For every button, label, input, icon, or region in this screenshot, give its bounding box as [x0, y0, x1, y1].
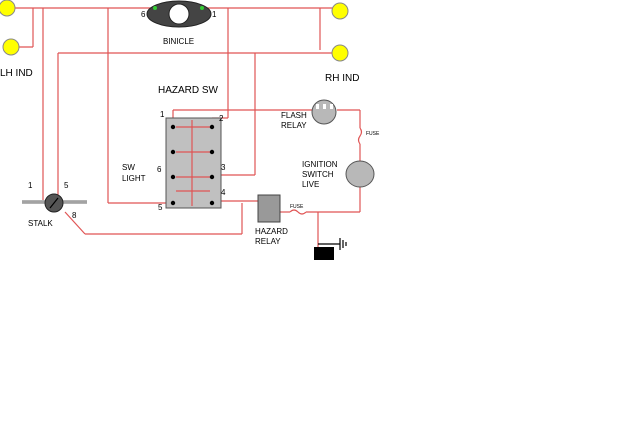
- rh-upper-lamp-icon: [331, 2, 349, 20]
- binicle-led-right-icon: [200, 6, 204, 10]
- switch-terminal-3: [170, 149, 176, 155]
- binicle: [146, 0, 212, 28]
- switch-terminal-8: [209, 200, 215, 206]
- stalk-pin-1: 1: [28, 181, 33, 190]
- ignition-label-line2: SWITCH: [302, 170, 334, 179]
- fuse-top-label: FUSE: [366, 131, 380, 137]
- lh-indicator-lamps: [0, 0, 20, 56]
- hazard-relay-label-line1: HAZARD: [255, 227, 288, 236]
- fuse-top-symbol: [357, 127, 363, 145]
- stalk-pivot-mark: [49, 197, 59, 209]
- stalk-pin-5: 5: [64, 181, 69, 190]
- rh-indicator-lamps: [331, 2, 349, 62]
- wiring: [7, 7, 363, 248]
- battery: [314, 238, 347, 260]
- ignition-label-line1: IGNITION: [302, 160, 338, 169]
- switch-terminal-6: [209, 174, 215, 180]
- sw-pin-2: 2: [219, 114, 224, 123]
- switch-terminal-2: [209, 124, 215, 130]
- flash-relay-pin-icon: [330, 104, 333, 109]
- flash-relay: [311, 99, 337, 125]
- flash-relay-label-line1: FLASH: [281, 111, 307, 120]
- flash-relay-pin-icon: [323, 104, 326, 109]
- flash-relay-label-line2: RELAY: [281, 121, 307, 130]
- sw-pin-4: 4: [221, 188, 226, 197]
- hazard-switch-body: [165, 117, 222, 209]
- binicle-label: BINICLE: [163, 37, 194, 46]
- switch-terminal-7: [170, 200, 176, 206]
- binicle-pin-right: 1: [212, 10, 217, 19]
- fuse-bottom-label: FUSE: [290, 204, 304, 210]
- sw-pin-3: 3: [221, 163, 226, 172]
- rh-ind-label: RH IND: [325, 73, 359, 84]
- ignition-switch-body: [345, 160, 375, 188]
- binicle-lens-icon: [168, 3, 190, 25]
- sw-pin-5: 5: [158, 203, 163, 212]
- sw-light-label-line2: LIGHT: [122, 174, 146, 183]
- switch-terminal-4: [209, 149, 215, 155]
- switch-terminal-1: [170, 124, 176, 130]
- hazard-switch: [165, 117, 222, 209]
- flash-relay-pin-icon: [316, 104, 319, 109]
- lh-lower-lamp-icon: [2, 38, 20, 56]
- wire-stalk8-diag: [64, 211, 86, 235]
- fuse-bottom-symbol: [289, 209, 307, 215]
- hazard-relay-body: [257, 194, 281, 223]
- sw-light-label-line1: SW: [122, 163, 135, 172]
- switch-terminal-5: [170, 174, 176, 180]
- battery-body: [314, 247, 334, 260]
- ignition-label-line3: LIVE: [302, 180, 319, 189]
- stalk-pin-8: 8: [72, 211, 77, 220]
- stalk-label: STALK: [28, 219, 53, 228]
- hazard-sw-label: HAZARD SW: [158, 85, 219, 96]
- binicle-led-left-icon: [153, 6, 157, 10]
- sw-pin-6: 6: [157, 165, 162, 174]
- rh-lower-lamp-icon: [331, 44, 349, 62]
- flash-relay-body: [311, 99, 337, 125]
- hazard-relay-label-line2: RELAY: [255, 237, 281, 246]
- stalk: [22, 193, 87, 213]
- lh-upper-lamp-icon: [0, 0, 16, 17]
- sw-pin-1: 1: [160, 110, 165, 119]
- binicle-pin-left: 6: [141, 10, 146, 19]
- lh-ind-label: LH IND: [0, 68, 33, 79]
